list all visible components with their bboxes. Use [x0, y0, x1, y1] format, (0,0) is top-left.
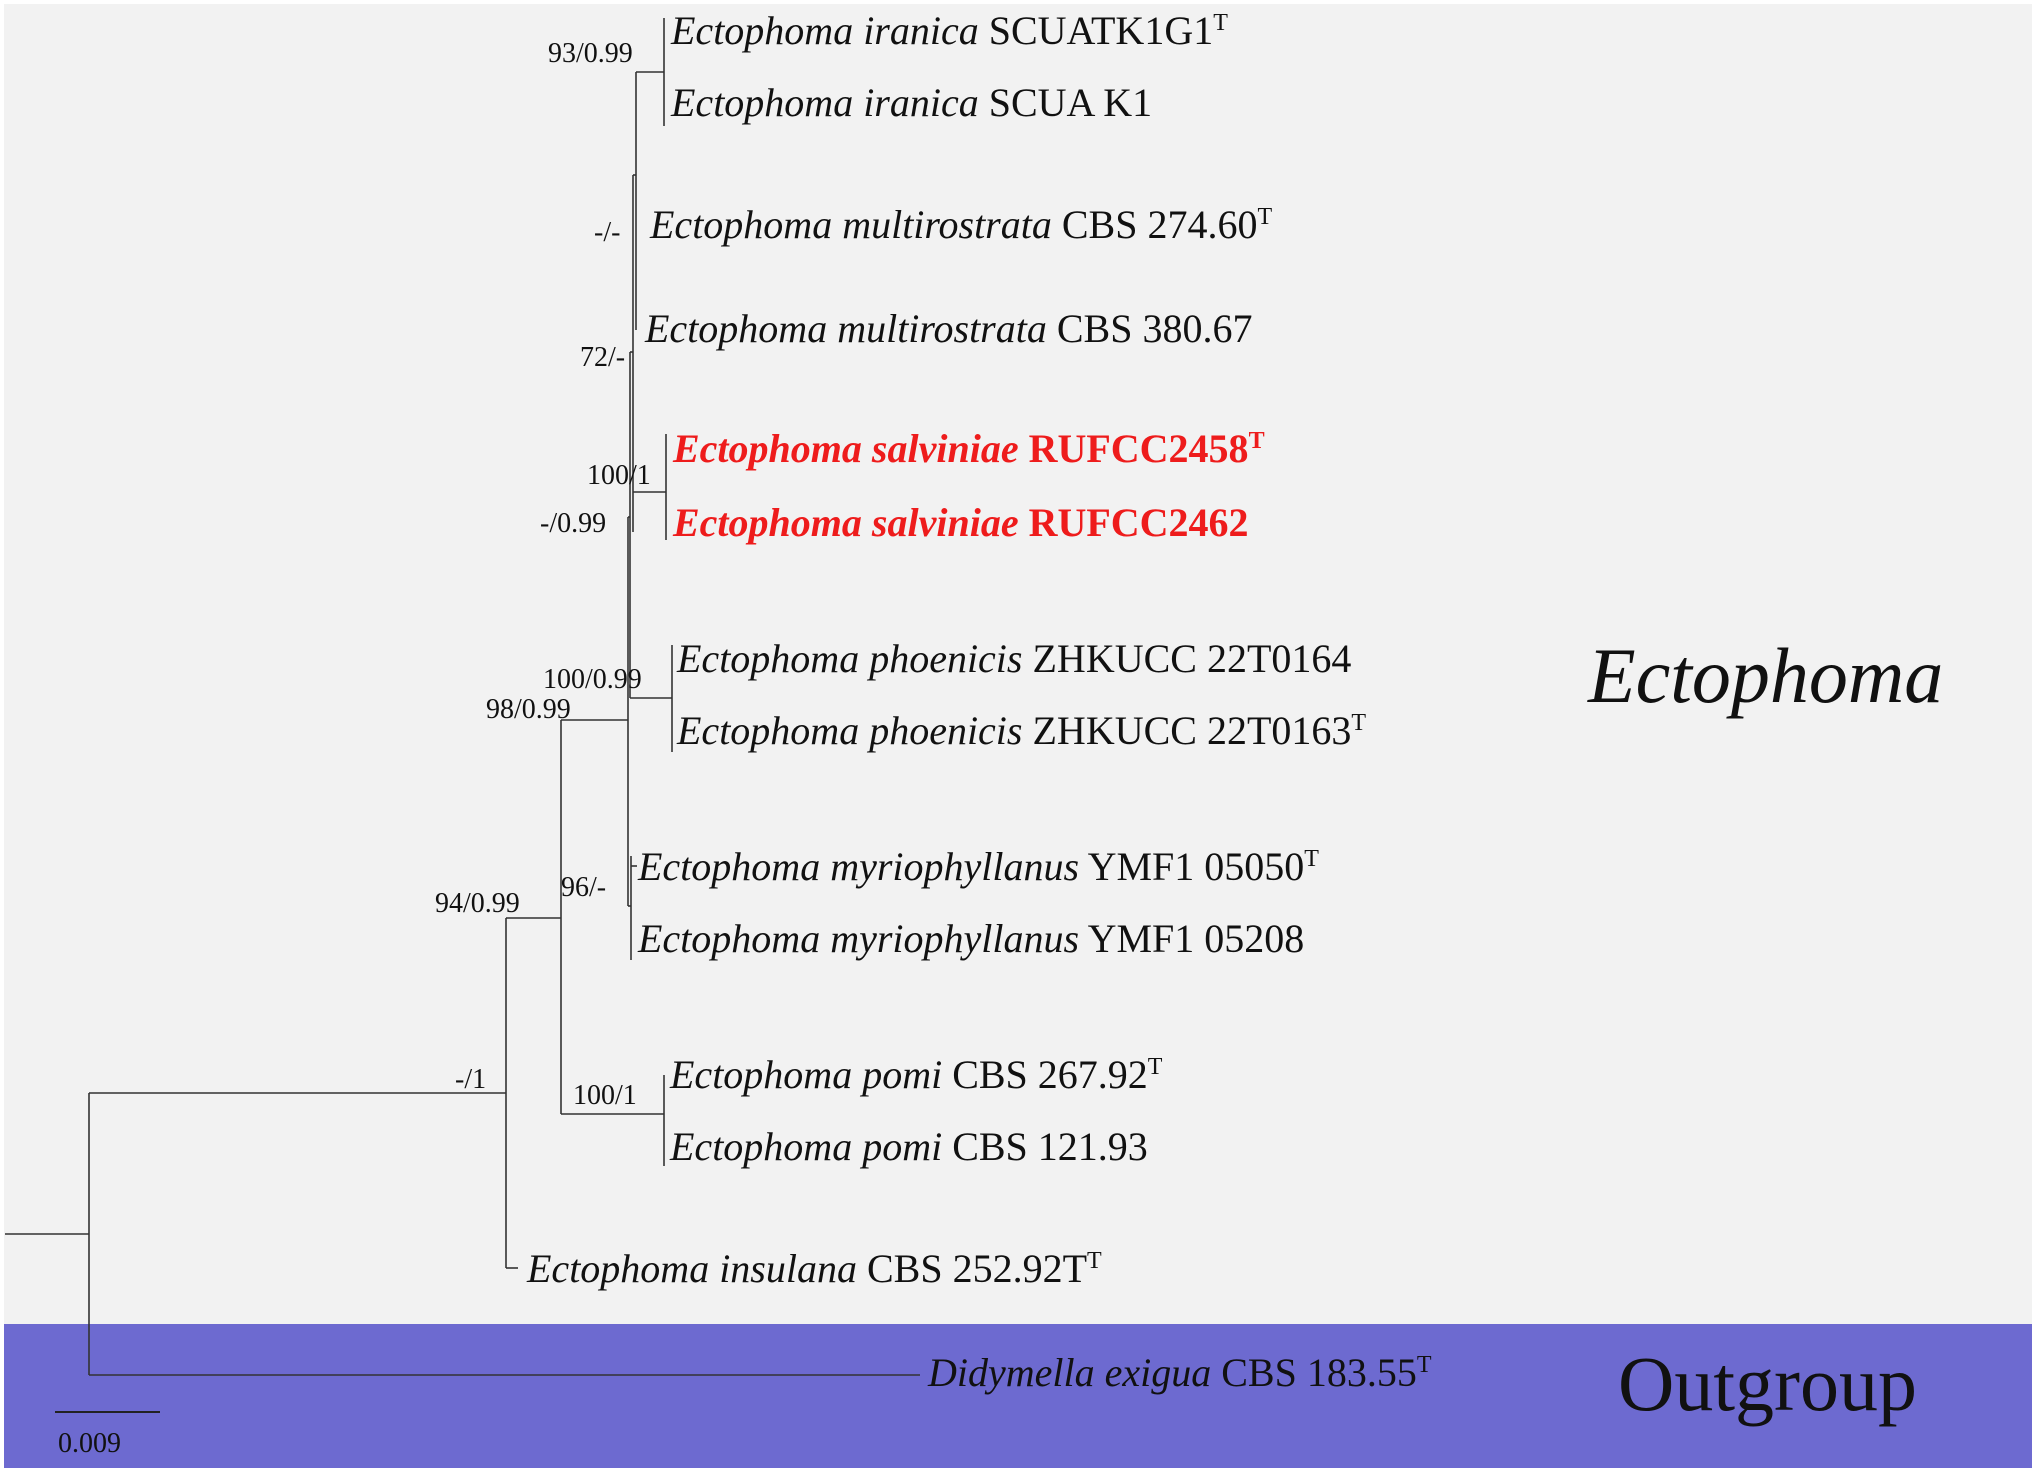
taxon-label: Ectophoma insulana CBS 252.92TT — [526, 1246, 1102, 1291]
taxon-label: Ectophoma phoenicis ZHKUCC 22T0163T — [676, 708, 1366, 753]
support-label: 100/0.99 — [543, 664, 642, 695]
tree-branches — [5, 18, 920, 1376]
taxon-label: Ectophoma myriophyllanus YMF1 05208 — [637, 916, 1304, 961]
taxon-label: Ectophoma multirostrata CBS 380.67 — [644, 306, 1252, 351]
ingroup-background — [4, 4, 2032, 1324]
ingroup-clade-label: Ectophoma — [1587, 632, 1943, 719]
support-label: 98/0.99 — [486, 694, 571, 725]
support-values: 93/0.99 -/- 72/- 100/1 -/0.99 100/0.99 9… — [435, 38, 651, 1111]
taxon-label: Ectophoma pomi CBS 267.92T — [669, 1052, 1163, 1097]
scale-bar-label: 0.009 — [58, 1428, 121, 1459]
support-label: -/1 — [455, 1064, 486, 1095]
outgroup-background — [4, 1324, 2032, 1468]
support-label: 93/0.99 — [548, 38, 633, 69]
support-label: 96/- — [561, 872, 606, 903]
outgroup-clade-label: Outgroup — [1618, 1340, 1917, 1427]
taxon-label: Ectophoma myriophyllanus YMF1 05050T — [637, 844, 1319, 889]
taxon-label: Ectophoma iranica SCUATK1G1T — [670, 8, 1228, 53]
taxa-labels: Ectophoma iranica SCUATK1G1T Ectophoma i… — [526, 8, 1432, 1395]
support-label: -/0.99 — [540, 508, 606, 539]
taxon-label: Ectophoma phoenicis ZHKUCC 22T0164 — [676, 636, 1351, 681]
support-label: -/- — [594, 217, 620, 248]
support-label: 72/- — [580, 342, 625, 373]
taxon-label: Ectophoma pomi CBS 121.93 — [669, 1124, 1148, 1169]
support-label: 100/1 — [573, 1080, 637, 1111]
support-label: 100/1 — [587, 460, 651, 491]
taxon-label-highlighted: Ectophoma salviniae RUFCC2462 — [672, 500, 1249, 545]
taxon-label: Ectophoma iranica SCUA K1 — [670, 80, 1152, 125]
taxon-label: Ectophoma multirostrata CBS 274.60T — [649, 202, 1272, 247]
support-label: 94/0.99 — [435, 888, 520, 919]
taxon-label-outgroup: Didymella exigua CBS 183.55T — [927, 1350, 1432, 1395]
taxon-label-highlighted: Ectophoma salviniae RUFCC2458T — [672, 426, 1265, 471]
